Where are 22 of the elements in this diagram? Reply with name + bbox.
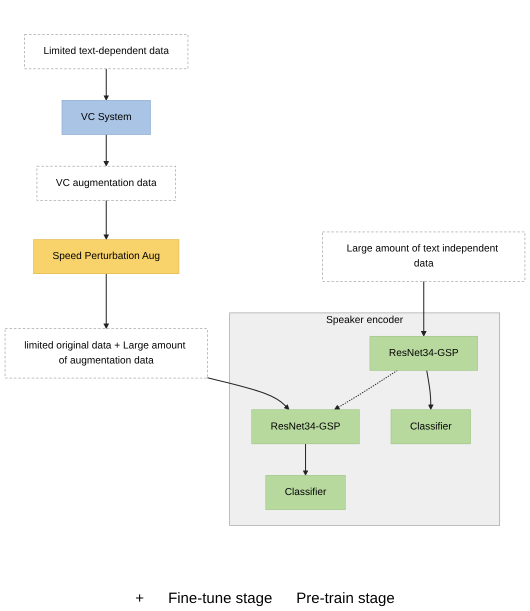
arrow (426, 370, 434, 410)
node-box: limited original data + Large amount of augmentation data (4, 328, 208, 378)
arrow (103, 134, 110, 166)
node-box: VC augmentation data (36, 166, 176, 201)
node-box: Speed Perturbation Aug (33, 239, 180, 274)
node-box: VC System (62, 100, 151, 135)
node-box: Classifier (390, 409, 471, 444)
node-box: ResNet34-GSP (251, 409, 360, 444)
arrow (103, 274, 110, 329)
arrow (103, 200, 110, 240)
node-box: ResNet34-GSP (370, 336, 478, 371)
arrow (207, 377, 290, 410)
note-text: Fine-tune stage (168, 590, 272, 607)
node-box: Classifier (265, 475, 346, 510)
arrow (420, 281, 427, 337)
note-text: + (135, 590, 144, 607)
arrow (103, 68, 110, 101)
note-text: Pre-train stage (296, 590, 395, 607)
arrow (334, 370, 398, 410)
node-box: Limited text-dependent data (24, 34, 188, 70)
node-box: Large amount of text independent data (322, 232, 526, 282)
arrow (302, 444, 308, 476)
